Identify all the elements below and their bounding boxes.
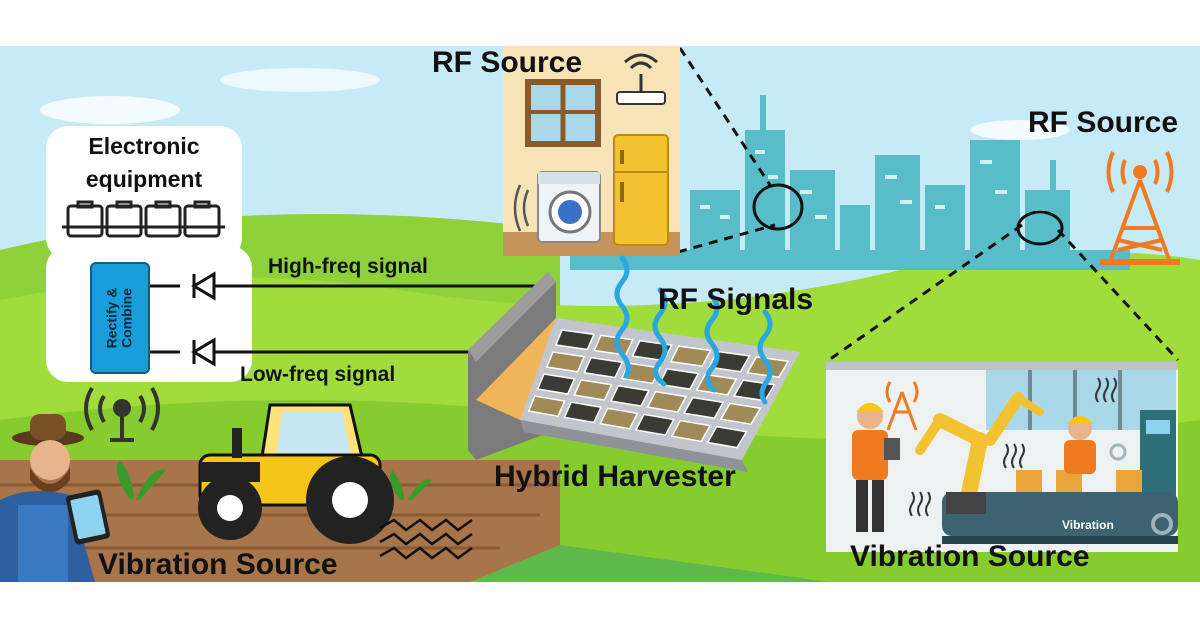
harvester-cell — [593, 334, 634, 356]
heat-waves — [909, 377, 1117, 517]
low-freq-signal-label: Low-freq signal — [240, 363, 396, 386]
harvester-cell — [620, 362, 662, 385]
plant-icon — [116, 460, 432, 500]
city-windows — [700, 150, 1045, 219]
farmer-icon — [0, 414, 111, 582]
harvester-cell — [634, 413, 675, 436]
high-freq-signal-label: High-freq signal — [268, 255, 428, 278]
tractor-icon — [198, 403, 394, 544]
wifi-router-icon — [616, 53, 666, 105]
diode-icon — [148, 271, 248, 367]
harvester-cell — [545, 351, 586, 373]
electronic-equipment-label: Electronic equipment — [46, 130, 242, 197]
vibration-tag-label: Vibration — [1062, 518, 1114, 532]
zoom-lines — [677, 47, 1180, 364]
vibration-source-right-label: Vibration Source — [850, 540, 1090, 573]
electronic-equipment-line2: equipment — [85, 166, 203, 193]
refrigerator-icon — [613, 134, 669, 246]
harvester-cell — [536, 373, 576, 395]
rectify-combine-line1: Rectify & — [103, 287, 120, 349]
vibration-source-left-label: Vibration Source — [98, 548, 338, 581]
battery-icon — [62, 200, 225, 238]
rectify-combine-box: Rectify & Combine — [90, 262, 150, 374]
harvester-cell — [646, 390, 688, 413]
harvester-cells — [527, 329, 790, 449]
rectify-combine-line2: Combine — [119, 288, 135, 348]
electronic-equipment-line1: Electronic — [88, 133, 200, 159]
harvester-cell — [670, 419, 712, 443]
worker-icon — [852, 403, 1096, 532]
city-zoom-circle — [752, 183, 804, 231]
hybrid-harvester-label: Hybrid Harvester — [494, 460, 736, 493]
antenna-icon — [84, 386, 160, 442]
rf-signal-waves — [614, 255, 773, 405]
cell-tower-icon — [1100, 151, 1180, 265]
harvester-cell — [583, 356, 624, 379]
signal-wires — [248, 284, 548, 354]
rf-source-right-label: RF Source — [1028, 106, 1179, 139]
gear-icon — [1151, 513, 1173, 535]
harvester-cell — [719, 402, 762, 426]
harvester-cell — [609, 384, 650, 407]
harvester-cell — [573, 379, 613, 401]
harvester-cell — [554, 329, 596, 351]
harvester-cell — [683, 396, 725, 419]
rf-signals-label: RF Signals — [658, 283, 814, 316]
vibration-lines — [379, 518, 473, 560]
harvester-cell — [527, 395, 566, 418]
harvester-cell — [706, 425, 748, 449]
harvester-cell — [669, 345, 712, 367]
rectify-combine-label: Rectify & Combine — [103, 287, 136, 349]
city-zoom-circle-right — [1016, 210, 1064, 246]
gear-icon — [1109, 443, 1127, 461]
washing-machine-icon — [513, 171, 601, 243]
robot-arm-icon — [915, 392, 1044, 514]
cell-tower-icon — [885, 381, 919, 431]
window-icon — [525, 79, 601, 147]
rf-source-top-label: RF Source — [432, 46, 583, 79]
harvester-cell — [599, 407, 639, 430]
house-interior-panel — [503, 46, 680, 256]
harvester-cell — [563, 401, 603, 424]
